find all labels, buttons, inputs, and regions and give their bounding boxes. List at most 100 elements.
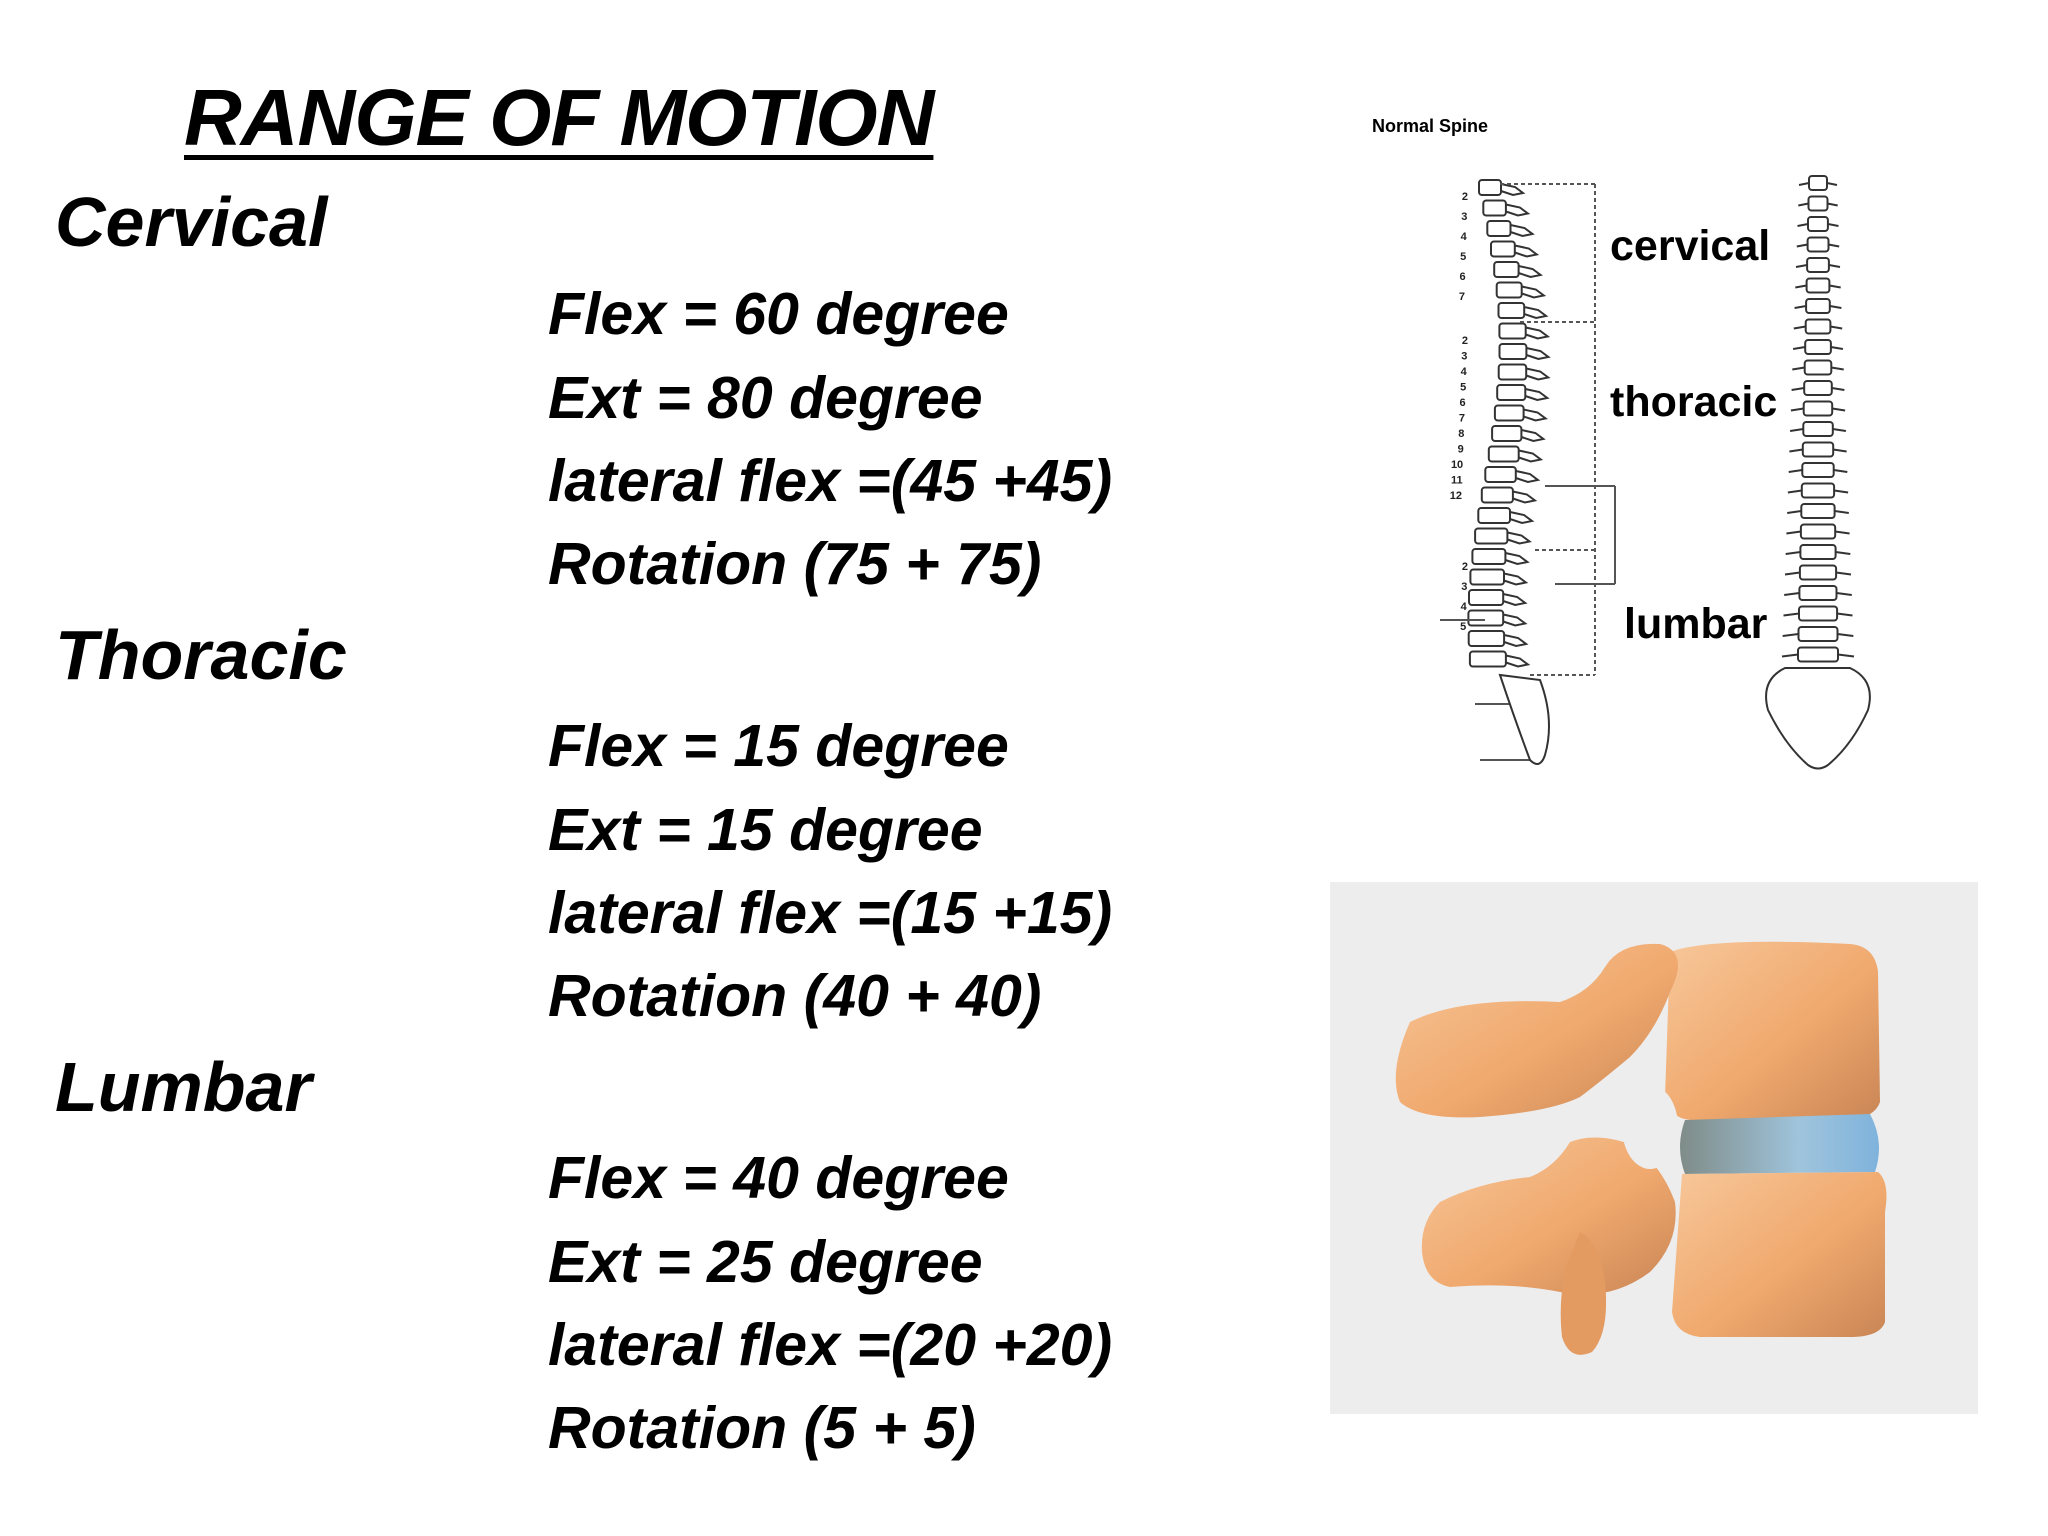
inferior-articular-process xyxy=(1560,1232,1607,1355)
vertebra-number: 2 xyxy=(1462,191,1468,203)
side-vertebra xyxy=(1498,322,1527,340)
side-spinous-process xyxy=(1510,224,1535,238)
front-transverse-process xyxy=(1796,243,1808,248)
front-transverse-process xyxy=(1798,182,1810,186)
vertebra-number: 7 xyxy=(1459,291,1465,303)
front-vertebra xyxy=(1800,482,1836,499)
upper-vertebral-body xyxy=(1665,941,1880,1120)
vertebra-number: 9 xyxy=(1458,444,1464,456)
intervertebral-disc xyxy=(1680,1114,1879,1174)
front-transverse-process xyxy=(1830,325,1843,330)
lumbar-ext: Ext = 25 degree xyxy=(548,1229,983,1295)
front-vertebra xyxy=(1801,462,1835,478)
spine-diagram: Normal Spine xyxy=(1340,100,1900,800)
slide-title: RANGE OF MOTION xyxy=(184,73,934,162)
side-spinous-process xyxy=(1521,429,1546,443)
side-vertebra xyxy=(1467,609,1505,627)
front-vertebra xyxy=(1805,277,1831,294)
front-vertebra xyxy=(1803,359,1833,376)
front-transverse-process xyxy=(1831,366,1844,371)
vertebra-number: 4 xyxy=(1461,366,1468,378)
vertebra-number: 4 xyxy=(1461,231,1468,243)
thoracic-rotation: Rotation (40 + 40) xyxy=(548,963,1042,1029)
vertebra-number: 10 xyxy=(1451,459,1463,471)
region-label-lumbar: lumbar xyxy=(1624,600,1768,648)
front-vertebra xyxy=(1798,605,1839,622)
front-transverse-process xyxy=(1834,489,1849,494)
front-transverse-process xyxy=(1834,510,1849,514)
lumbar-bracket xyxy=(1440,485,1616,761)
front-vertebra xyxy=(1804,339,1832,355)
front-transverse-process xyxy=(1790,407,1804,412)
side-vertebra xyxy=(1478,179,1502,196)
front-transverse-process xyxy=(1835,571,1852,576)
lumbar-flex: Flex = 40 degree xyxy=(548,1145,1009,1211)
thoracic-flex: Flex = 15 degree xyxy=(548,713,1009,779)
side-spinous-process xyxy=(1500,183,1526,197)
side-vertebra xyxy=(1468,650,1507,668)
side-vertebra xyxy=(1480,486,1514,504)
side-vertebra xyxy=(1491,425,1523,442)
spine-diagram-caption: Normal Spine xyxy=(1372,116,1489,136)
side-spinous-process xyxy=(1521,285,1547,299)
front-transverse-process xyxy=(1829,284,1841,289)
front-transverse-process xyxy=(1782,633,1799,637)
front-vertebra xyxy=(1800,503,1836,519)
vertebra-number: 6 xyxy=(1459,271,1465,283)
cervical-rotation: Rotation (75 + 75) xyxy=(548,531,1042,597)
side-vertebra xyxy=(1469,568,1505,586)
front-transverse-process xyxy=(1785,551,1801,555)
side-vertebra xyxy=(1497,363,1528,381)
front-transverse-process xyxy=(1784,592,1800,596)
front-transverse-process xyxy=(1787,489,1802,494)
side-vertebra xyxy=(1498,343,1528,360)
side-vertebra xyxy=(1490,240,1516,258)
sacrum-side xyxy=(1498,673,1550,765)
front-transverse-process xyxy=(1827,202,1838,207)
vertebra-number: 5 xyxy=(1460,621,1466,633)
front-vertebra xyxy=(1799,523,1837,540)
vertebra-number: 5 xyxy=(1460,382,1466,394)
thoracic-lateral-flex: lateral flex =(15 +15) xyxy=(548,880,1113,946)
front-transverse-process xyxy=(1835,551,1851,555)
front-vertebra xyxy=(1804,318,1832,335)
front-vertebra xyxy=(1798,585,1838,601)
vertebrae-3d-illustration xyxy=(1330,882,1978,1414)
front-transverse-process xyxy=(1834,530,1850,535)
lumbar-rotation: Rotation (5 + 5) xyxy=(548,1395,976,1461)
front-transverse-process xyxy=(1836,592,1852,596)
front-transverse-process xyxy=(1784,571,1801,576)
front-transverse-process xyxy=(1798,202,1809,207)
front-transverse-process xyxy=(1826,182,1838,186)
cervical-lateral-flex: lateral flex =(45 +45) xyxy=(548,448,1113,514)
front-transverse-process xyxy=(1829,305,1842,309)
cervical-ext: Ext = 80 degree xyxy=(548,365,983,431)
front-transverse-process xyxy=(1783,612,1800,617)
side-spinous-process xyxy=(1518,449,1544,463)
front-transverse-process xyxy=(1794,305,1807,309)
side-vertebra xyxy=(1493,404,1525,422)
side-spinous-process xyxy=(1525,326,1551,340)
front-vertebra xyxy=(1805,298,1831,314)
side-spinous-process xyxy=(1502,613,1528,627)
side-spinous-process xyxy=(1505,654,1531,668)
front-vertebra xyxy=(1797,626,1839,642)
front-transverse-process xyxy=(1781,653,1799,658)
front-vertebra xyxy=(1799,544,1837,560)
side-spinous-process xyxy=(1525,367,1551,381)
side-vertebra xyxy=(1474,527,1509,545)
lumbar-lateral-flex: lateral flex =(20 +20) xyxy=(548,1312,1113,1378)
side-vertebra xyxy=(1484,466,1517,483)
side-vertebra xyxy=(1482,199,1507,217)
front-transverse-process xyxy=(1787,510,1802,514)
vertebra-number: 5 xyxy=(1460,251,1466,263)
front-transverse-process xyxy=(1827,223,1839,227)
side-vertebra xyxy=(1495,281,1523,299)
front-transverse-process xyxy=(1789,448,1803,453)
front-vertebra xyxy=(1803,380,1833,396)
section-thoracic-heading: Thoracic xyxy=(55,616,347,694)
side-spinous-process xyxy=(1518,265,1543,279)
front-vertebra xyxy=(1806,236,1830,253)
